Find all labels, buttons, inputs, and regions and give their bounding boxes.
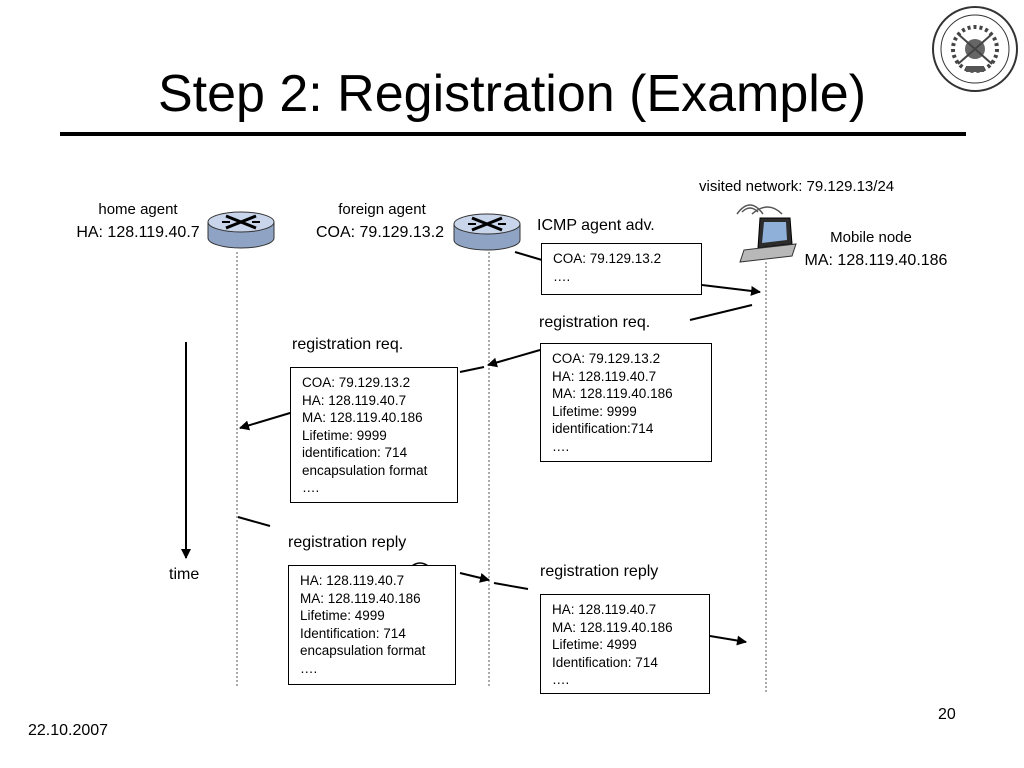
reg-reply-foreign-line: HA: 128.119.40.7 (552, 602, 657, 617)
reg-reply-arrow-1 (237, 516, 271, 527)
icmp-adv-arrow-2 (701, 284, 761, 296)
reg-reply-home-line: encapsulation format (300, 643, 426, 658)
reg-reply-arrow-3 (493, 582, 529, 590)
foreign-agent-router-icon (453, 213, 521, 251)
icmp-adv-label: ICMP agent adv. (537, 217, 655, 234)
slide-title: Step 2: Registration (Example) (157, 65, 867, 123)
icmp-adv-arrow-1 (514, 251, 543, 261)
reg-req-arrow-1 (689, 304, 753, 321)
reg-req-arrow-2 (487, 349, 541, 368)
home-agent-name: home agent (98, 201, 178, 218)
visited-network-label: visited network: 79.129.13/24 (699, 178, 895, 195)
icmp-adv-line: …. (553, 268, 571, 284)
reg-req-foreign-line: HA: 128.119.40.7 (302, 392, 407, 408)
mobile-node-name: Mobile node (830, 229, 912, 246)
reg-reply-home-line: MA: 128.119.40.186 (300, 590, 421, 606)
reg-reply-home-line: HA: 128.119.40.7 (300, 573, 405, 588)
reg-req-arrow-3 (459, 366, 485, 373)
foreign-agent-name: foreign agent (338, 201, 426, 218)
time-label: time (169, 566, 200, 583)
reg-req-mobile-box: COA: 79.129.13.2 HA: 128.119.40.7 MA: 12… (540, 343, 712, 462)
icmp-adv-line: COA: 79.129.13.2 (553, 251, 662, 266)
page-number: 20 (938, 706, 956, 723)
reg-reply-foreign-line: …. (552, 672, 570, 687)
reg-reply-foreign-label: registration reply (540, 563, 659, 580)
reg-req-foreign-line: MA: 128.119.40.186 (302, 410, 423, 425)
reg-req-foreign-line: COA: 79.129.13.2 (302, 375, 411, 390)
reg-reply-home-label: registration reply (288, 534, 407, 551)
reg-req-foreign-box: COA: 79.129.13.2 HA: 128.119.40.7 MA: 12… (290, 367, 458, 503)
reg-req-mobile-line: MA: 128.119.40.186 (552, 386, 673, 401)
reg-req-mobile-line: identification:714 (552, 421, 654, 436)
mobile-node-address: MA: 128.119.40.186 (804, 252, 948, 269)
home-agent-address: HA: 128.119.40.7 (76, 224, 200, 241)
title-underline (60, 132, 966, 136)
reg-req-mobile-line: Lifetime: 9999 (552, 403, 637, 419)
reg-req-foreign-line: …. (302, 480, 320, 495)
reg-req-foreign-line: Lifetime: 9999 (302, 427, 387, 443)
reg-req-mobile-label: registration req. (539, 314, 651, 331)
reg-reply-arrow-4 (709, 635, 747, 646)
home-agent-router-icon (207, 211, 275, 249)
icmp-adv-box: COA: 79.129.13.2 …. (541, 243, 702, 295)
slide-date: 22.10.2007 (28, 722, 109, 739)
reg-reply-foreign-box: HA: 128.119.40.7 MA: 128.119.40.186 Life… (540, 594, 710, 694)
reg-reply-home-line: Lifetime: 4999 (300, 608, 385, 623)
reg-reply-foreign-line: Identification: 714 (552, 654, 658, 670)
reg-req-mobile-line: HA: 128.119.40.7 (552, 368, 657, 384)
reg-reply-home-box: HA: 128.119.40.7 MA: 128.119.40.186 Life… (288, 565, 456, 685)
reg-reply-home-line: …. (300, 660, 318, 676)
reg-req-foreign-line: encapsulation format (302, 462, 428, 478)
mobile-node-laptop-icon (736, 204, 797, 263)
reg-reply-foreign-line: MA: 128.119.40.186 (552, 619, 673, 635)
reg-reply-foreign-line: Lifetime: 4999 (552, 637, 637, 652)
reg-req-foreign-label: registration req. (292, 336, 404, 353)
foreign-agent-address: COA: 79.129.13.2 (315, 224, 445, 241)
reg-reply-home-line: Identification: 714 (300, 625, 406, 641)
reg-req-mobile-line: …. (552, 438, 570, 454)
reg-reply-arrow-2 (459, 572, 490, 583)
institute-logo-icon (932, 6, 1018, 92)
reg-req-foreign-line: identification: 714 (302, 445, 408, 460)
reg-req-mobile-line: COA: 79.129.13.2 (552, 351, 661, 366)
